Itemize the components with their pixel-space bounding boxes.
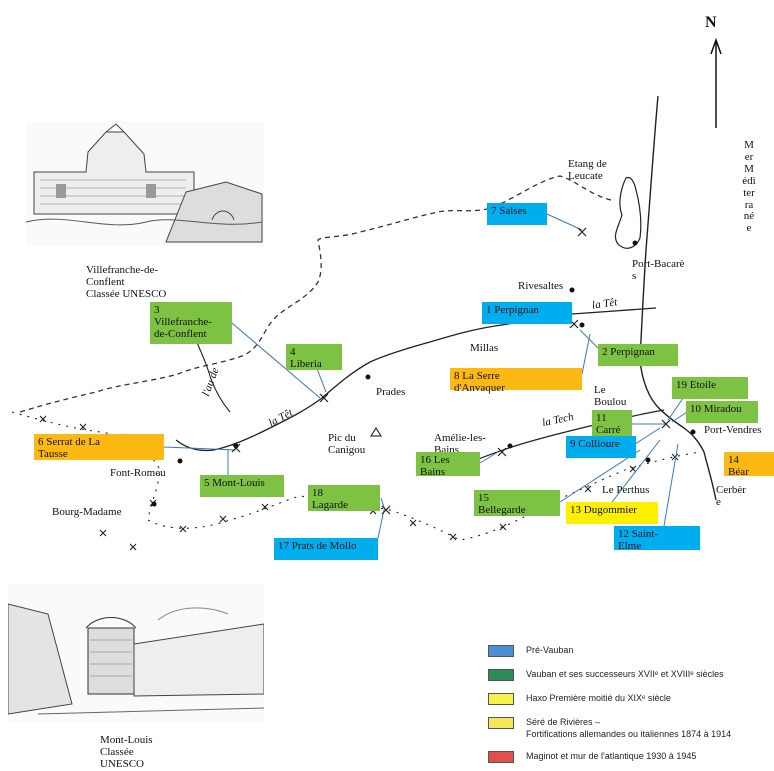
site-box-16-les-bains: 16 Les Bains xyxy=(416,452,480,478)
place-le-perthus: Le Perthus xyxy=(602,484,650,496)
place-font-romeu: Font-Romeu xyxy=(110,467,166,479)
place-pic-du-canigou: Pic du Canigou xyxy=(328,432,366,456)
place-etang-de-leucate: Etang de Leucate xyxy=(568,158,607,182)
peak-symbol xyxy=(370,427,382,437)
north-label: N xyxy=(705,14,717,31)
site-box-7-salses: 7 Salses xyxy=(487,203,547,225)
site-box-3-villefranche: 3 Villefranche- de-Conflent xyxy=(150,302,232,344)
fort-markers xyxy=(231,227,671,515)
legend-item-sere: Séré de Rivières – Fortifications allema… xyxy=(488,716,758,739)
legend-text-haxo: Haxo Première moitié du XIXᵉ siècle xyxy=(526,693,671,703)
coastline xyxy=(639,95,717,501)
place-millas: Millas xyxy=(470,342,499,354)
site-box-12-saint-elme: 12 Saint- Elme xyxy=(614,526,700,552)
site-box-13-dugommier: 13 Dugommier xyxy=(566,502,658,524)
citadel-illustration-icon xyxy=(7,603,265,715)
site-box-9-collioure: 9 Collioure xyxy=(566,436,636,458)
legend-item-haxo: Haxo Première moitié du XIXᵉ siècle xyxy=(488,692,758,706)
town-dots xyxy=(151,240,696,507)
sea-label: MerMéditerranée xyxy=(742,139,756,235)
fortress-illustration-icon xyxy=(25,123,263,243)
place-port-barcares: Port-Bacarè s xyxy=(632,258,685,282)
legend-item-vauban: Vauban et ses successeurs XVIIᵉ et XVIII… xyxy=(488,668,758,682)
legend-text-maginot: Maginot et mur de l'atlantique 1930 à 19… xyxy=(526,751,697,761)
river-tet xyxy=(175,307,657,452)
site-box-6-serrat: 6 Serrat de La Tausse xyxy=(34,434,164,460)
place-le-boulou: Le Boulou xyxy=(594,384,627,408)
villefranche-sketch xyxy=(25,122,264,246)
site-box-19-etoile: 19 Etoile xyxy=(672,377,748,399)
site-box-8-la-serre: 8 La Serre d'Anvaquer xyxy=(450,368,582,394)
etang-de-leucate xyxy=(614,176,642,249)
river-aude xyxy=(195,339,231,413)
place-bourg-madame: Bourg-Madame xyxy=(52,506,122,518)
legend-text-sere: Séré de Rivières – Fortifications allema… xyxy=(526,717,732,739)
caption-mont-louis: Mont-Louis Classée UNESCO xyxy=(100,734,153,770)
legend-swatch-pre-vauban xyxy=(488,645,514,657)
legend-text-vauban: Vauban et ses successeurs XVIIᵉ et XVIII… xyxy=(526,669,724,679)
caption-villefranche: Villefranche-de- Conflent Classée UNESCO xyxy=(86,264,167,300)
site-box-14-bear: 14 Béar xyxy=(724,452,774,478)
department-border xyxy=(19,175,612,413)
legend-item-pre-vauban: Pré-Vauban xyxy=(488,644,758,658)
site-box-17-prats-de-mollo: 17 Prats de Mollo xyxy=(274,538,378,560)
legend-swatch-vauban xyxy=(488,669,514,681)
legend-swatch-haxo xyxy=(488,693,514,705)
site-box-18-lagarde: 18 Lagarde xyxy=(308,485,380,511)
site-box-1-perpignan: 1 Perpignan xyxy=(482,302,572,324)
place-rivesaltes: Rivesaltes xyxy=(518,280,564,292)
site-box-5-mont-louis: 5 Mont-Louis xyxy=(200,475,284,497)
place-prades: Prades xyxy=(376,386,406,398)
place-port-vendres: Port-Vendres xyxy=(704,424,762,436)
legend-item-maginot: Maginot et mur de l'atlantique 1930 à 19… xyxy=(488,750,758,764)
site-box-2-perpignan: 2 Perpignan xyxy=(598,344,678,366)
site-box-4-liberia: 4 Liberia xyxy=(286,344,342,370)
leader-lines xyxy=(163,213,691,539)
mont-louis-sketch xyxy=(7,584,265,722)
place-cerbere: Cerbèr e xyxy=(716,484,746,508)
legend-swatch-sere xyxy=(488,717,514,729)
site-box-11-carre: 11 Carré xyxy=(592,410,632,436)
north-arrow xyxy=(710,37,722,128)
site-box-10-miradou: 10 Miradou xyxy=(686,401,758,423)
site-box-15-bellegarde: 15 Bellegarde xyxy=(474,490,560,516)
legend-swatch-maginot xyxy=(488,751,514,763)
legend-text-pre-vauban: Pré-Vauban xyxy=(526,645,574,655)
